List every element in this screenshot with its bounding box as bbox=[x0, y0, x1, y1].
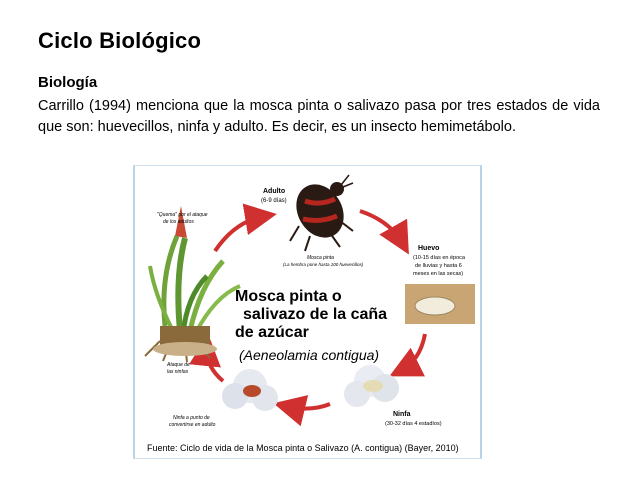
egg-note-2: de lluvias y hasta 6 bbox=[415, 263, 462, 269]
body-paragraph: Carrillo (1994) menciona que la mosca pi… bbox=[38, 98, 600, 135]
life-cycle-illustration: Adulto (6-9 días) Mosca pinta (La hembra… bbox=[144, 174, 475, 428]
cycle-arrow-egg-to-nymph bbox=[389, 333, 427, 377]
burn-note-1: "Quema" por el ataque bbox=[157, 212, 208, 218]
egg-note-1: (10-15 días en época bbox=[413, 255, 466, 261]
life-cycle-figure: Adulto (6-9 días) Mosca pinta (La hembra… bbox=[133, 165, 482, 437]
nymph-note: (30-32 días 4 estadíos) bbox=[385, 421, 442, 427]
adult-note-1: Mosca pinta bbox=[307, 255, 334, 261]
egg-illustration bbox=[405, 284, 475, 324]
cycle-arrow-plant-to-adult bbox=[213, 203, 277, 253]
burn-note-2: de los adultos bbox=[163, 219, 194, 225]
figure-main-title-line1: Mosca pinta o bbox=[235, 288, 342, 305]
figure-caption: Fuente: Ciclo de vida de la Mosca pinta … bbox=[133, 437, 482, 459]
adult-note-2: (La hembra pone hasta 100 huevecillos) bbox=[283, 262, 364, 267]
figure-main-title-line3: de azúcar bbox=[235, 324, 309, 341]
attack-note-1: Ataque de bbox=[166, 362, 190, 368]
nymph-illustration-right bbox=[344, 365, 399, 407]
convert-note-1: Ninfa a punto de bbox=[173, 415, 210, 421]
adult-insect-illustration bbox=[289, 174, 354, 252]
sugarcane-plant bbox=[144, 206, 241, 363]
cycle-arrow-adult-to-egg bbox=[359, 209, 409, 255]
figure-main-title-line2: salivazo de la caña bbox=[243, 306, 387, 323]
attack-note-2: las ninfas bbox=[167, 369, 189, 375]
nymph-label: Ninfa bbox=[393, 411, 411, 418]
cycle-arrow-nymph-to-nymph bbox=[273, 395, 331, 427]
slide-title: Ciclo Biológico bbox=[38, 28, 202, 53]
convert-note-2: convertirse en adulto bbox=[169, 422, 216, 428]
nymph-illustration-left bbox=[222, 369, 278, 411]
egg-label: Huevo bbox=[418, 245, 439, 252]
egg-note-3: meses en las secas) bbox=[413, 271, 463, 277]
adult-label: Adulto bbox=[263, 188, 285, 195]
section-subtitle: Biología bbox=[38, 74, 98, 91]
adult-days: (6-9 días) bbox=[261, 198, 287, 204]
figure-species: (Aeneolamia contigua) bbox=[239, 347, 379, 363]
